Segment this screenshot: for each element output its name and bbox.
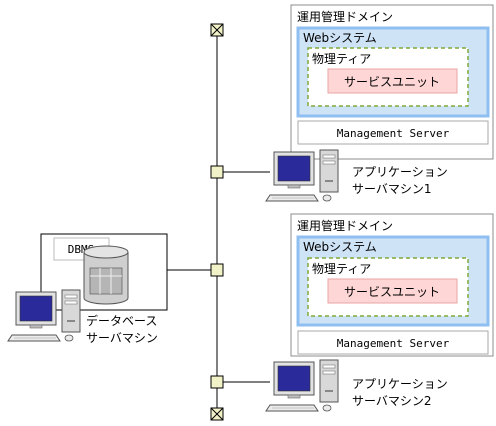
connector-node-app1 xyxy=(210,165,224,179)
physical-tier-label: 物理ティア xyxy=(312,262,371,276)
app-server-label-line2: サーバマシン2 xyxy=(352,394,432,408)
connector-node-db xyxy=(210,263,224,277)
domain-title: 運用管理ドメイン xyxy=(297,218,393,233)
service-unit-box xyxy=(327,278,458,304)
computer-icon xyxy=(265,359,339,412)
app-server-label-line1: アプリケーション xyxy=(352,165,448,179)
domain-title: 運用管理ドメイン xyxy=(297,9,393,24)
web-system-label: Webシステム xyxy=(303,240,377,254)
operations-domain-2: 運用管理ドメイン Webシステム 物理ティア サービスユニット Manageme… xyxy=(290,213,494,357)
db-server-machine: DBMS データベース サーバマシン xyxy=(7,233,168,345)
database-cylinder-icon xyxy=(83,245,129,305)
web-system-label: Webシステム xyxy=(303,31,377,45)
computer-icon xyxy=(7,289,81,342)
management-server-box xyxy=(297,120,489,145)
physical-tier-label: 物理ティア xyxy=(312,52,371,66)
management-server-label: Management Server xyxy=(337,337,450,350)
connector-node-app2 xyxy=(210,375,224,389)
bus-terminator-top xyxy=(210,23,224,37)
db-server-label-line1: データベース xyxy=(86,313,157,328)
computer-icon xyxy=(265,149,339,202)
management-server-box xyxy=(297,330,489,355)
operations-domain-1: 運用管理ドメイン Webシステム 物理ティア サービスユニット Manageme… xyxy=(290,4,494,160)
db-server-label-line2: サーバマシン xyxy=(86,331,158,345)
service-unit-label: サービスユニット xyxy=(344,75,440,89)
app-server-machine-2: アプリケーション サーバマシン2 xyxy=(265,359,448,412)
bus-terminator-bottom xyxy=(210,407,224,421)
app-server-label-line1: アプリケーション xyxy=(352,377,448,391)
service-unit-label: サービスユニット xyxy=(344,285,440,299)
management-server-label: Management Server xyxy=(337,127,450,140)
app-server-machine-1: アプリケーション サーバマシン1 xyxy=(265,149,448,202)
service-unit-box xyxy=(327,68,458,94)
app-server-label-line2: サーバマシン1 xyxy=(352,182,432,196)
